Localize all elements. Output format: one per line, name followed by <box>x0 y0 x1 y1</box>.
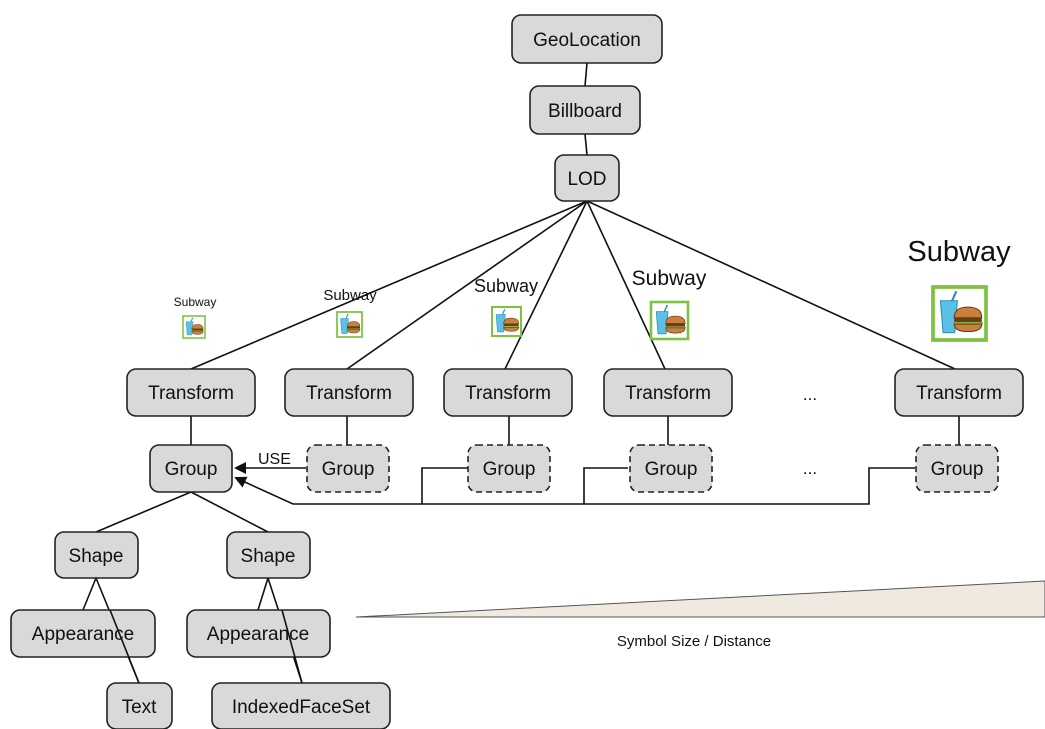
node-label: Group <box>165 459 218 480</box>
edge-billboard-lod <box>584 133 588 156</box>
edges <box>82 62 960 684</box>
ellipsis-groups: ... <box>803 459 817 478</box>
node-label: Shape <box>241 546 296 567</box>
symbol-label-4: Subway <box>632 267 707 290</box>
node-text: Text <box>106 682 173 729</box>
node-label: Group <box>645 459 698 480</box>
node-label: Group <box>322 459 375 480</box>
node-label: Text <box>122 697 158 718</box>
node-label: Appearance <box>32 624 134 645</box>
edge-group-shape-1 <box>95 491 192 533</box>
drink-and-burger-icon <box>649 300 690 341</box>
edge-shape-appearance-2 <box>257 577 269 611</box>
node-billboard: Billboard <box>529 85 641 135</box>
node-label: GeoLocation <box>533 30 641 51</box>
node-transform-2: Transform <box>284 368 414 417</box>
edge-lod-transform-5 <box>586 200 956 370</box>
node-label: IndexedFaceSet <box>232 697 371 718</box>
node-shape-2: Shape <box>226 531 311 579</box>
node-group-5: Group <box>915 444 999 493</box>
drink-and-burger-icon <box>490 305 523 338</box>
node-group-3: Group <box>467 444 551 493</box>
drink-and-burger-icon <box>336 311 363 338</box>
symbol-label-2: Subway <box>323 287 377 304</box>
edge-shape-appearance-1 <box>82 577 97 611</box>
edge-geolocation-billboard <box>584 62 588 87</box>
node-label: Transform <box>465 383 551 404</box>
shared-group-connector <box>234 467 915 505</box>
edge-lod-transform-4 <box>586 200 666 370</box>
edge-overlay-text <box>109 609 140 684</box>
node-label: Shape <box>69 546 124 567</box>
node-label: Appearance <box>207 624 309 645</box>
node-shape-1: Shape <box>54 531 139 579</box>
edge-group-shape-2 <box>190 491 269 533</box>
node-label: Transform <box>148 383 234 404</box>
edge-lod-transform-2 <box>346 200 588 370</box>
connector-group-3 <box>421 467 468 504</box>
node-label: Transform <box>625 383 711 404</box>
node-label: Group <box>483 459 536 480</box>
node-group-1: Group <box>149 444 233 493</box>
node-transform-5: Transform <box>894 368 1024 417</box>
node-label: Transform <box>916 383 1002 404</box>
connector-group-4 <box>583 467 628 504</box>
edge-lod-transform-3 <box>504 200 588 370</box>
node-appearance-1: Appearance <box>10 609 156 658</box>
node-group-4: Group <box>629 444 713 493</box>
ellipsis-transforms: ... <box>803 385 817 404</box>
node-indexedfaceset: IndexedFaceSet <box>211 682 391 729</box>
node-label: Billboard <box>548 101 622 122</box>
node-transform-3: Transform <box>443 368 573 417</box>
node-transform-4: Transform <box>603 368 733 417</box>
scale-caption: Symbol Size / Distance <box>617 633 771 650</box>
node-label: LOD <box>567 169 606 190</box>
node-appearance-2: Appearance <box>186 609 331 658</box>
node-label: Group <box>931 459 984 480</box>
node-transform-1: Transform <box>126 368 256 417</box>
symbol-size-wedge <box>355 580 1045 618</box>
symbol-label-1: Subway <box>174 295 217 309</box>
edge-overlay-indexedfaceset <box>281 609 303 684</box>
node-lod: LOD <box>554 154 620 202</box>
edge-lod-transform-1 <box>190 200 588 370</box>
drink-and-burger-icon <box>182 315 206 339</box>
symbol-label-3: Subway <box>474 276 538 296</box>
node-label: Transform <box>306 383 392 404</box>
node-group-2: Group <box>306 444 390 493</box>
symbol-label-5: Subway <box>907 236 1011 268</box>
use-label: USE <box>258 451 291 468</box>
node-geolocation: GeoLocation <box>511 14 663 64</box>
drink-and-burger-icon <box>931 285 988 342</box>
